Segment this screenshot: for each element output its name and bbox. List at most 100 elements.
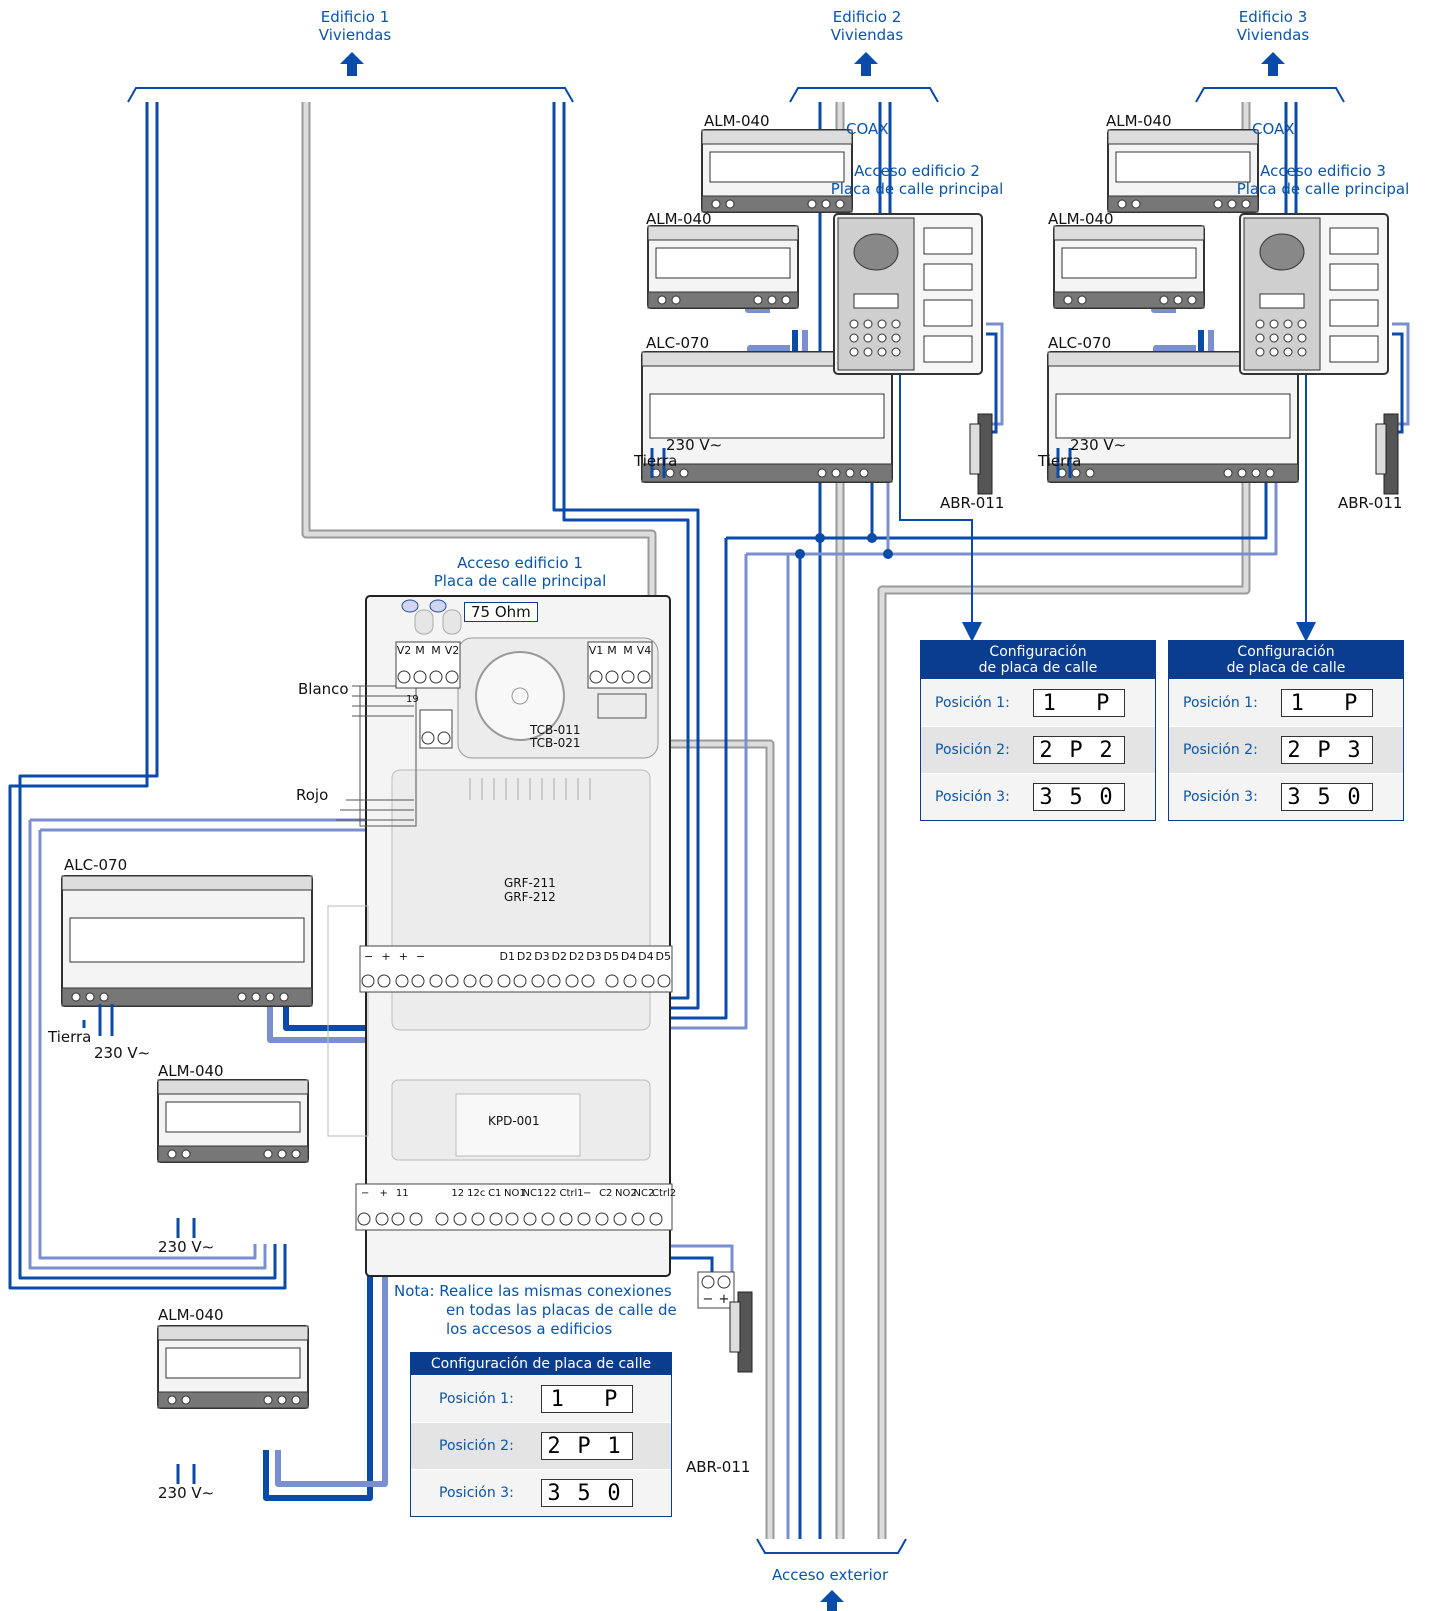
alm040-b3a-label: ALM-040 — [1106, 112, 1172, 130]
digit: P — [1344, 690, 1364, 716]
grf-label: GRF-211 GRF-212 — [504, 876, 556, 904]
digit: 5 — [1069, 784, 1089, 810]
main-door-panel — [327, 595, 671, 1277]
lock-plus: + — [718, 1292, 730, 1307]
access-b2-line1: Acceso edificio 2 — [854, 162, 980, 180]
config-b3-pos2: Posición 2: — [1183, 742, 1258, 758]
terminal-label: − — [416, 950, 426, 963]
terminal-label: C2 — [599, 1188, 613, 1199]
terminal-label: D4 — [638, 950, 654, 963]
digit: 3 — [547, 1480, 567, 1506]
digit: P — [1317, 737, 1337, 763]
access-b1-line1: Acceso edificio 1 — [457, 554, 583, 572]
terminal-label: NC1 — [522, 1188, 544, 1199]
access-b3-label: Acceso edificio 3 Placa de calle princip… — [1228, 162, 1418, 198]
alc070-b1-label: ALC-070 — [64, 856, 128, 874]
terminal-label: D3 — [586, 950, 602, 963]
note-line3: los accesos a edificios — [446, 1320, 613, 1338]
terminal-m2: M — [431, 644, 441, 657]
digit: 3 — [1287, 784, 1307, 810]
alm040-b3b-label: ALM-040 — [1048, 210, 1114, 228]
alc070-b2-label: ALC-070 — [646, 334, 710, 352]
building-2-line2: Viviendas — [830, 26, 904, 44]
config-b2-pos1: Posición 1: — [935, 695, 1010, 711]
terminal-label: + — [398, 950, 408, 963]
lock-b3 — [1375, 413, 1399, 495]
tierra-b1-label: Tierra — [48, 1028, 92, 1046]
digit: 0 — [1099, 784, 1119, 810]
power-b2-label: 230 V∼ — [666, 436, 723, 454]
terminal-label: D2 — [551, 950, 567, 963]
alm040-b1b — [157, 1325, 309, 1409]
lock-minus: − — [702, 1292, 714, 1307]
config-b2-title2: de placa de calle — [978, 660, 1098, 676]
power-b1b-label: 230 V∼ — [158, 1484, 215, 1502]
terminal-v4: V4 — [636, 644, 652, 657]
note-line2: en todas las placas de calle de — [446, 1301, 677, 1319]
grf-line1: GRF-211 — [504, 876, 556, 890]
coax-label-b2: COAX — [846, 120, 889, 138]
terminal-label: 12c — [467, 1188, 486, 1199]
lock-b2 — [969, 413, 993, 495]
digit: 3 — [1039, 784, 1059, 810]
abr011-b3-label: ABR-011 — [1338, 494, 1403, 512]
tierra-b2-label: Tierra — [634, 452, 678, 470]
terminal-label: Ctrl1 — [559, 1188, 584, 1199]
terminal-label: − — [361, 1188, 370, 1199]
terminal-label: NO1 — [504, 1188, 526, 1199]
access-b1-label: Acceso edificio 1 Placa de calle princip… — [420, 554, 620, 590]
access-b2-line2: Placa de calle principal — [830, 180, 1004, 198]
digit: 1 — [607, 1433, 627, 1459]
building-1-line2: Viviendas — [318, 26, 392, 44]
terminal-label: D3 — [534, 950, 550, 963]
building-3-label: Edificio 3 Viviendas — [1228, 8, 1318, 44]
tierra-b3-label: Tierra — [1038, 452, 1082, 470]
terminal-label: NC2 — [633, 1188, 655, 1199]
alm040-b3b — [1053, 225, 1205, 309]
config-b3-pos3: Posición 3: — [1183, 789, 1258, 805]
terminal-label: C1 — [488, 1188, 502, 1199]
alm040-b1b-label: ALM-040 — [158, 1306, 224, 1324]
access-b3-line1: Acceso edificio 3 — [1260, 162, 1386, 180]
tcb-line2: TCB-021 — [530, 736, 581, 750]
terminal-block-top — [355, 641, 735, 1309]
terminal-label — [447, 950, 464, 963]
building-1-label: Edificio 1 Viviendas — [310, 8, 400, 44]
digit: P — [1096, 690, 1116, 716]
building-1-line1: Edificio 1 — [320, 8, 390, 26]
grf-line2: GRF-212 — [504, 890, 556, 904]
access-b3-line2: Placa de calle principal — [1236, 180, 1410, 198]
terminal-label: + — [379, 1188, 388, 1199]
building-3-line1: Edificio 3 — [1238, 8, 1308, 26]
note: Nota: Realice las mismas conexiones en t… — [394, 1282, 677, 1339]
digit: 1 — [1290, 690, 1310, 716]
terminal-label: 11 — [395, 1188, 409, 1199]
config-table-main: Configuración de placa de calle Posición… — [410, 1352, 672, 1517]
building-3-line2: Viviendas — [1236, 26, 1310, 44]
terminal-label: 12 — [451, 1188, 465, 1199]
digit: 1 — [550, 1386, 570, 1412]
terminal-label: D5 — [603, 950, 619, 963]
ohm-label: 75 Ohm — [464, 602, 538, 622]
terminal-label: D2 — [516, 950, 533, 963]
terminal-v2: V2 — [396, 644, 412, 657]
lock-b1 — [729, 1291, 753, 1373]
digit: 0 — [1347, 784, 1367, 810]
blanco-label: Blanco — [298, 680, 349, 698]
power-b1a-label: 230 V∼ — [158, 1238, 215, 1256]
